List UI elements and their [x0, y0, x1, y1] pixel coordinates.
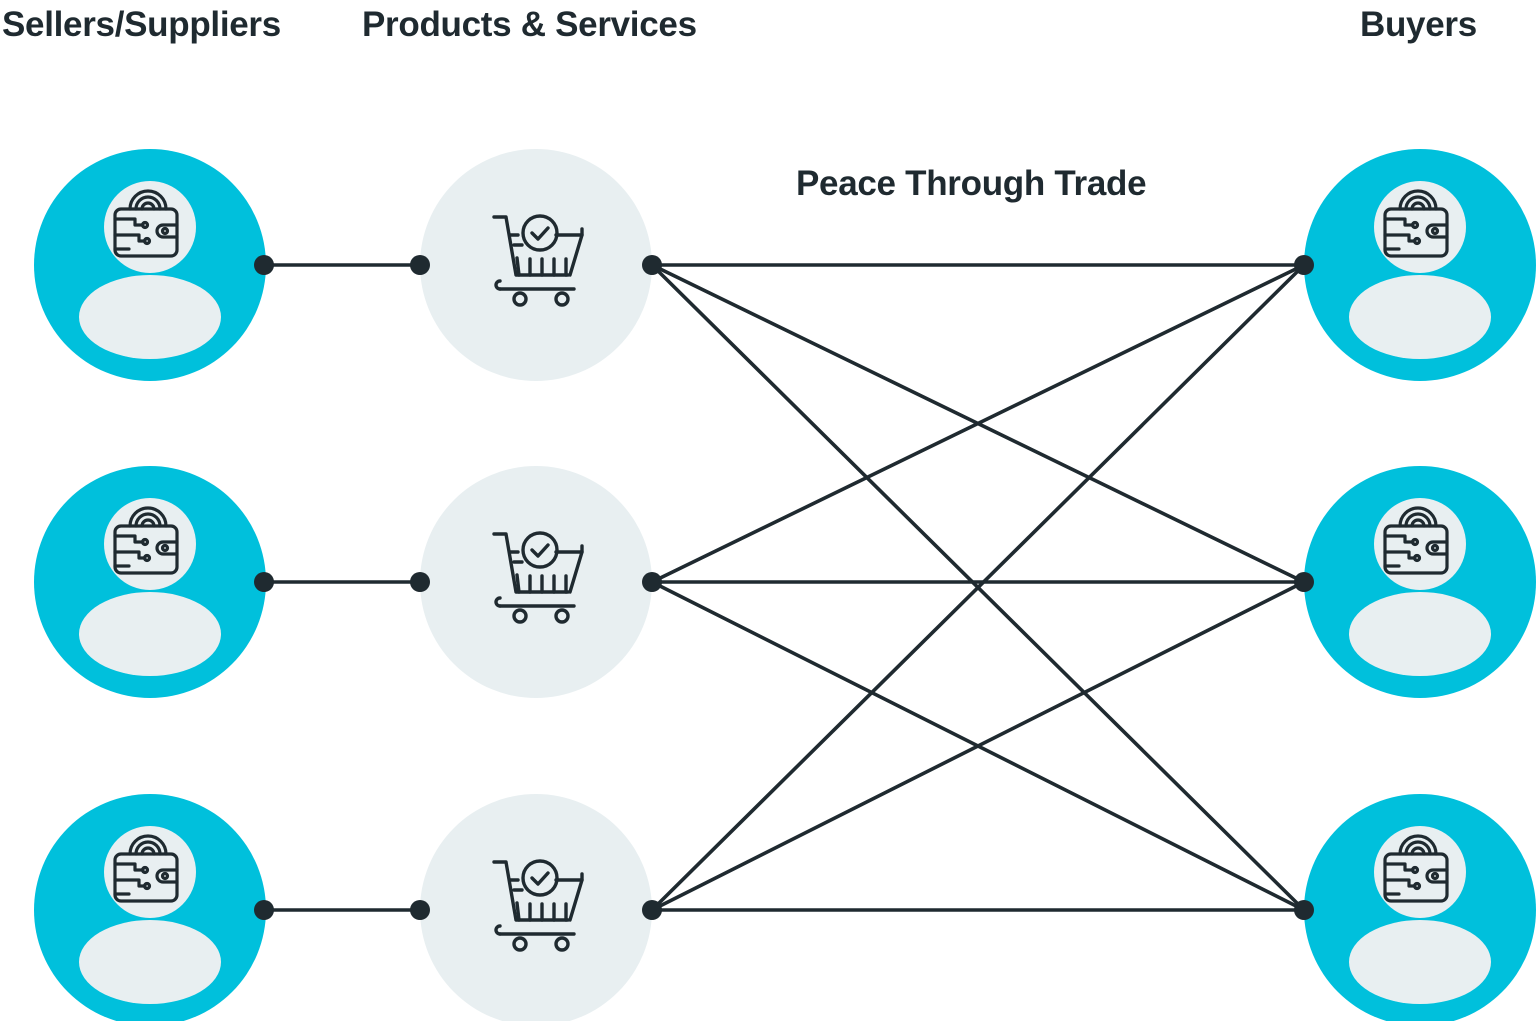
seller-2-person-body — [79, 592, 221, 676]
connection-lines — [262, 263, 1306, 912]
wallet-icon — [1372, 824, 1468, 920]
product-2-product-circle — [420, 466, 652, 698]
wallet-icon — [102, 496, 198, 592]
buyer-2-person-body — [1349, 592, 1491, 676]
wallet-icon — [1372, 496, 1468, 592]
node-buyer-3 — [1304, 794, 1536, 1021]
node-product-1 — [420, 149, 652, 381]
seller-1-person-body — [79, 275, 221, 359]
edge-product-2-to-buyer-1 — [650, 263, 1306, 584]
buyer-3-person-body — [1349, 920, 1491, 1004]
product-1-product-circle — [420, 149, 652, 381]
node-layer — [34, 149, 1536, 1021]
connector-dot — [1294, 572, 1314, 592]
connector-dot — [1294, 900, 1314, 920]
connector-dot — [254, 255, 274, 275]
connector-dot — [410, 255, 430, 275]
wallet-icon — [102, 824, 198, 920]
node-buyer-1 — [1304, 149, 1536, 381]
node-seller-3 — [34, 794, 266, 1021]
edge-product-3-to-buyer-2 — [650, 580, 1306, 912]
edge-product-3-to-buyer-1 — [650, 263, 1306, 912]
node-buyer-2 — [1304, 466, 1536, 698]
node-seller-1 — [34, 149, 266, 381]
connector-dot — [642, 255, 662, 275]
sellers-column-header: Sellers/Suppliers — [2, 5, 281, 44]
wallet-icon — [1372, 179, 1468, 275]
product-3-product-circle — [420, 794, 652, 1021]
buyers-column-header: Buyers — [1360, 5, 1477, 44]
connector-dot — [254, 900, 274, 920]
connector-dot — [642, 900, 662, 920]
connector-dot — [410, 572, 430, 592]
connector-dot — [410, 900, 430, 920]
node-seller-2 — [34, 466, 266, 698]
buyer-1-person-body — [1349, 275, 1491, 359]
peace-through-trade-label: Peace Through Trade — [796, 164, 1147, 203]
connector-dot — [1294, 255, 1314, 275]
wallet-icon — [102, 179, 198, 275]
node-product-2 — [420, 466, 652, 698]
seller-3-person-body — [79, 920, 221, 1004]
connector-dot — [254, 572, 274, 592]
connector-dots — [254, 255, 1314, 920]
products-column-header: Products & Services — [362, 5, 697, 44]
node-product-3 — [420, 794, 652, 1021]
connector-dot — [642, 572, 662, 592]
